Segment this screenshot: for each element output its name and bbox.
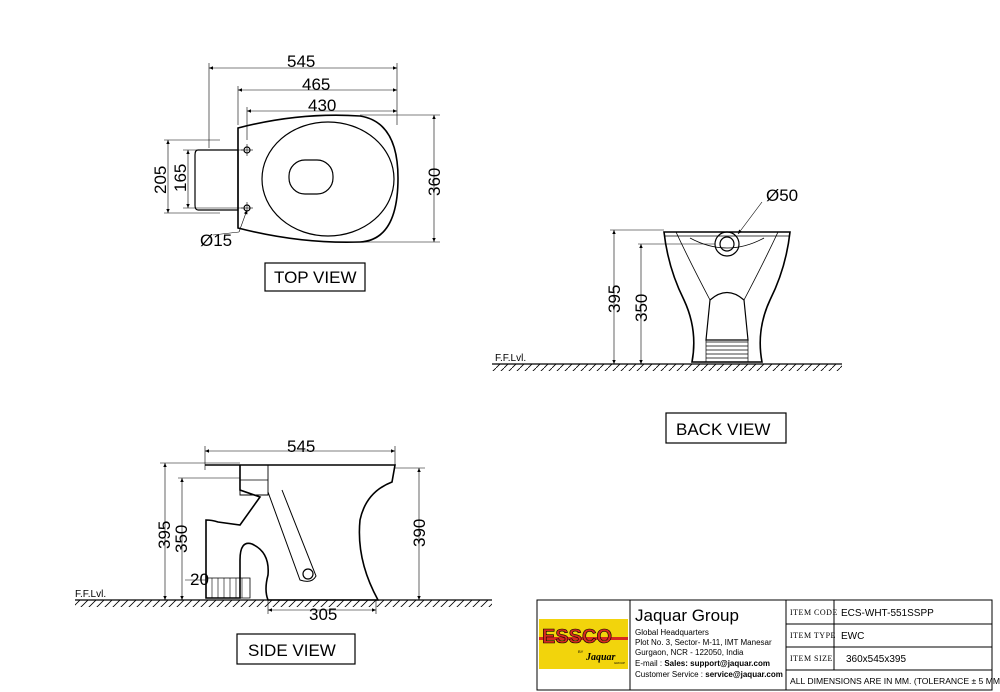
service-line: Customer Service : service@jaquar.com <box>635 670 783 679</box>
top-dim-430: 430 <box>308 96 336 115</box>
logo-sub: Jaquar <box>585 652 616 663</box>
back-view-label: BACK VIEW <box>676 420 770 439</box>
back-view-trap <box>705 291 749 341</box>
address-line-2: Plot No. 3, Sector- M-11, IMT Manesar <box>635 638 772 647</box>
company-name: Jaquar Group <box>635 606 739 625</box>
logo-brand: ESSCO <box>542 626 612 648</box>
item-type-value: EWC <box>841 631 864 642</box>
side-view-label: SIDE VIEW <box>248 641 336 660</box>
top-dim-d15: Ø15 <box>200 231 232 250</box>
side-view-seat <box>239 464 269 496</box>
side-dim-350: 350 <box>172 525 191 553</box>
top-dim-545: 545 <box>287 52 315 71</box>
back-view-body <box>663 231 791 363</box>
item-code-value: ECS-WHT-551SSPP <box>841 608 934 619</box>
back-view-label-box <box>665 412 787 444</box>
top-view-outlet <box>288 159 334 195</box>
top-dim-165: 165 <box>171 164 190 192</box>
back-dim-395: 395 <box>605 285 624 313</box>
side-dim-390: 390 <box>410 519 429 547</box>
essco-logo: ESSCO BY Jaquar GROUP <box>539 619 628 669</box>
top-view-label-box <box>264 262 366 292</box>
back-dim-350: 350 <box>632 294 651 322</box>
item-size-label: ITEM SIZE <box>790 654 833 663</box>
item-size-value: 360x545x395 <box>846 654 906 665</box>
side-dim-395: 395 <box>155 521 174 549</box>
tolerance-note: ALL DIMENSIONS ARE IN MM. (TOLERANCE ± 5… <box>790 676 1000 686</box>
side-dim-545: 545 <box>287 437 315 456</box>
side-view-body <box>205 464 396 601</box>
address-line-3: Gurgaon, NCR - 122050, India <box>635 648 744 657</box>
side-view-base-foot <box>206 577 251 599</box>
side-view-ffl: F.F.Lvl. <box>75 589 106 600</box>
side-view-label-box <box>236 633 356 665</box>
top-dim-465: 465 <box>302 75 330 94</box>
top-dim-205: 205 <box>151 166 170 194</box>
back-view-floor-hatch <box>492 364 842 371</box>
top-view <box>164 63 440 244</box>
logo-by: BY <box>578 649 584 654</box>
bolt-hole-icon <box>241 144 253 214</box>
back-view-ffl: F.F.Lvl. <box>495 353 526 364</box>
top-dim-360: 360 <box>425 168 444 196</box>
address-line-1: Global Headquarters <box>635 628 709 637</box>
side-view <box>75 446 492 614</box>
item-code-label: ITEM CODE <box>790 608 838 617</box>
back-dim-d50: Ø50 <box>766 186 798 205</box>
back-view-inlet-inner <box>719 236 735 252</box>
title-block <box>536 599 993 691</box>
side-view-floor-hatch <box>75 600 492 607</box>
top-view-rear-outlet <box>194 149 239 211</box>
top-view-outline <box>237 114 399 244</box>
back-view <box>492 201 842 365</box>
side-dim-305: 305 <box>309 605 337 624</box>
top-view-bowl <box>261 121 395 237</box>
logo-group: GROUP <box>614 661 625 665</box>
email-line: E-mail : Sales: support@jaquar.com <box>635 659 770 668</box>
item-type-label: ITEM TYPE <box>790 631 836 640</box>
top-view-label: TOP VIEW <box>274 268 357 287</box>
side-dim-20: 20 <box>190 570 209 589</box>
side-view-trap <box>267 489 317 582</box>
